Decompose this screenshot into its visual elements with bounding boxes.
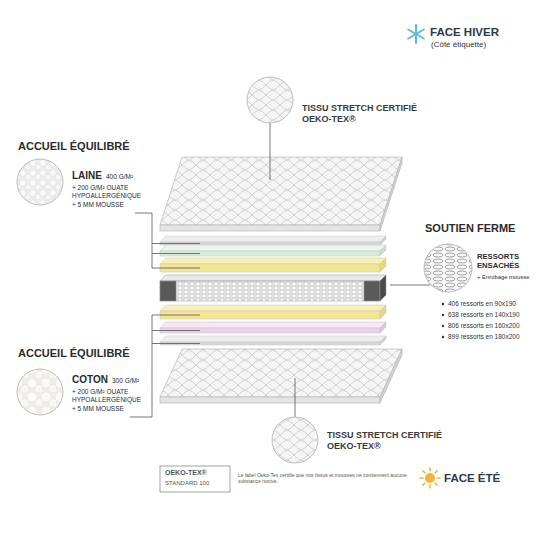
component-name: RESSORTS ENSACHÉS [477, 252, 537, 270]
snowflake-ray [408, 30, 424, 39]
leader-line [152, 343, 200, 344]
sun-ray [423, 483, 425, 485]
leader-line [152, 315, 200, 316]
top-cover [160, 157, 402, 231]
badge-name: OEKO-TEX® [165, 469, 207, 477]
material-name: LAINE [72, 170, 102, 182]
callout-text: TISSU STRETCH CERTIFIÉ OEKO-TEX® [302, 103, 427, 125]
cover-top-face [160, 349, 402, 397]
leader-line [295, 378, 296, 417]
spring-foam-edge [160, 281, 176, 301]
cotton-swatch [17, 369, 63, 415]
footnote: Le label Oeko-Tex certifie que nos tissu… [238, 472, 416, 484]
material-detail: + 200 G/M² OUATE HYPOALLERGÉNIQUE [72, 184, 150, 200]
certification-badge [160, 466, 230, 492]
callout-text: TISSU STRETCH CERTIFIÉ OEKO-TEX® [327, 430, 452, 452]
spring-side-face [380, 275, 386, 301]
face-heading: FACE ÉTÉ [444, 472, 500, 486]
leader-line [152, 253, 200, 254]
sun-ray [435, 483, 437, 485]
section-heading: ACCUEIL ÉQUILIBRÉ [18, 140, 130, 153]
bullet-list [442, 303, 444, 338]
cover-front-face [160, 225, 380, 231]
lower-layers [160, 305, 386, 345]
face-note: (Côté étiquette) [431, 40, 486, 50]
fabric-swatch [272, 417, 318, 463]
sun-icon [420, 468, 440, 488]
badge-standard: STANDARD 100 [165, 480, 209, 487]
material-weight: 400 G/M² [106, 173, 133, 181]
wadding-layer [160, 245, 386, 251]
cover-front-face [160, 397, 380, 403]
sun-ray [437, 477, 440, 479]
leader-line [152, 268, 200, 269]
bullet-dot [442, 325, 444, 327]
foam-layer [160, 258, 386, 264]
upper-layers [160, 236, 386, 272]
sun-disc [425, 473, 435, 483]
spring-unit [160, 275, 386, 301]
cover-side-face [380, 157, 402, 231]
wadding-layer [160, 322, 386, 328]
bullet-dot [442, 314, 444, 316]
leader-line [390, 285, 430, 286]
foam-layer [380, 258, 386, 272]
snowflake-icon [408, 25, 424, 43]
sun-ray [435, 471, 437, 473]
leader-line [135, 213, 152, 268]
material-name: COTON [72, 374, 108, 386]
cover-top-face [160, 157, 402, 225]
leader-line [270, 123, 271, 180]
leader-lines [130, 123, 430, 417]
bullet-dot [442, 336, 444, 338]
wool-layer [160, 236, 386, 242]
material-weight: 300 G/M² [112, 377, 139, 385]
snowflake-ray [408, 30, 424, 39]
foam-layer [160, 305, 386, 311]
bottom-cover [160, 349, 402, 403]
bullet-dot [442, 303, 444, 305]
wool-swatch [17, 159, 63, 205]
section-heading: ACCUEIL ÉQUILIBRÉ [18, 347, 130, 360]
sun-ray [429, 485, 431, 488]
material-detail: + 5 MM MOUSSE [72, 201, 124, 209]
size-spec: 899 ressorts en 180x200 [448, 333, 520, 341]
wadding-layer [380, 245, 386, 256]
sun-ray [423, 471, 425, 473]
foam-layer [380, 305, 386, 319]
cover-side-face [380, 349, 402, 403]
size-spec: 638 ressorts en 140x190 [448, 311, 520, 319]
wool-layer [380, 236, 386, 245]
leader-line [152, 330, 200, 331]
face-heading: FACE HIVER [430, 26, 499, 40]
cotton-layer [160, 336, 386, 342]
component-detail: + Enrobage mousse [477, 274, 537, 281]
spring-front-face [160, 281, 380, 301]
leader-line [152, 243, 200, 244]
fabric-swatch [247, 77, 293, 123]
spring-top-face [160, 275, 386, 281]
wadding-layer [380, 322, 386, 333]
material-detail: + 5 MM MOUSSE [72, 405, 124, 413]
size-spec: 806 ressorts en 160x200 [448, 322, 520, 330]
sun-ray [420, 477, 423, 479]
sun-ray [429, 468, 431, 471]
cotton-layer [380, 336, 386, 345]
section-heading: SOUTIEN FERME [425, 222, 515, 235]
material-detail: + 200 G/M² OUATE HYPOALLERGÉNIQUE [72, 388, 150, 404]
spring-swatch [424, 244, 472, 292]
spring-foam-edge [364, 281, 380, 301]
size-spec: 406 ressorts en 90x190 [448, 300, 516, 308]
